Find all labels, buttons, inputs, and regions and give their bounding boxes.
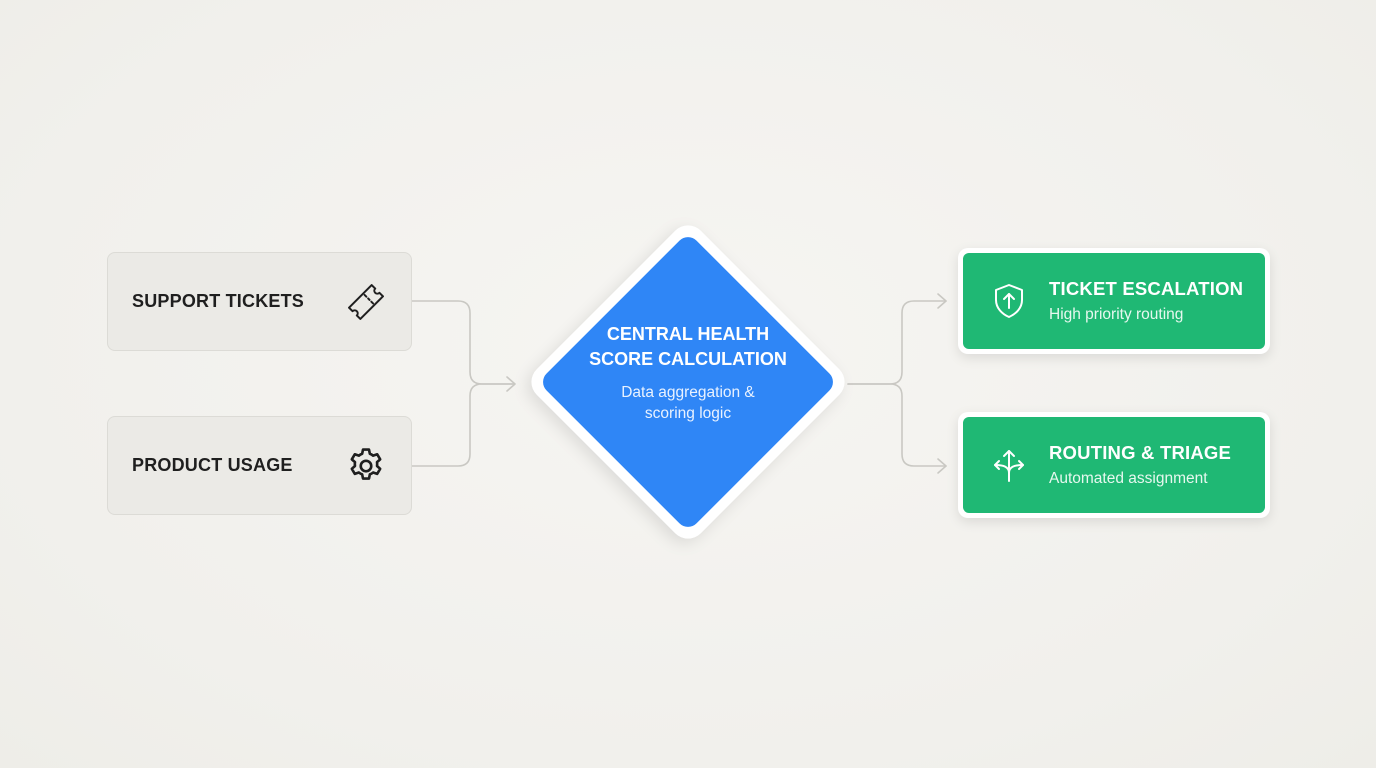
central-health-score-node: CENTRAL HEALTH SCORE CALCULATION Data ag… [523, 217, 853, 547]
support-tickets-label: SUPPORT TICKETS [132, 291, 305, 311]
split-arrows-icon [989, 445, 1029, 485]
routing-triage-card: ROUTING & TRIAGE Automated assignment [958, 412, 1270, 518]
routing-triage-subtitle: Automated assignment [1049, 469, 1208, 487]
shield-arrow-up-icon [989, 281, 1029, 321]
ticket-escalation-title: TICKET ESCALATION [1049, 277, 1244, 299]
arrowhead-center-input [506, 376, 516, 392]
arrowhead-escalation [937, 293, 947, 309]
connector-usage-to-center [411, 383, 515, 467]
product-usage-card: PRODUCT USAGE [107, 416, 412, 515]
support-tickets-card: SUPPORT TICKETS [107, 252, 412, 351]
connector-support-to-center [411, 300, 515, 385]
central-node-subtitle: Data aggregation & scoring logic [621, 384, 755, 422]
connector-center-to-escalation [847, 300, 947, 385]
connector-center-to-routing [847, 383, 947, 467]
routing-triage-title: ROUTING & TRIAGE [1049, 441, 1232, 463]
arrowhead-routing [937, 458, 947, 474]
ticket-icon [345, 281, 387, 323]
product-usage-label: PRODUCT USAGE [132, 455, 293, 475]
central-node-title: CENTRAL HEALTH SCORE CALCULATION [589, 324, 787, 369]
ticket-escalation-card: TICKET ESCALATION High priority routing [958, 248, 1270, 354]
gear-icon [345, 445, 387, 487]
ticket-escalation-subtitle: High priority routing [1049, 305, 1184, 323]
